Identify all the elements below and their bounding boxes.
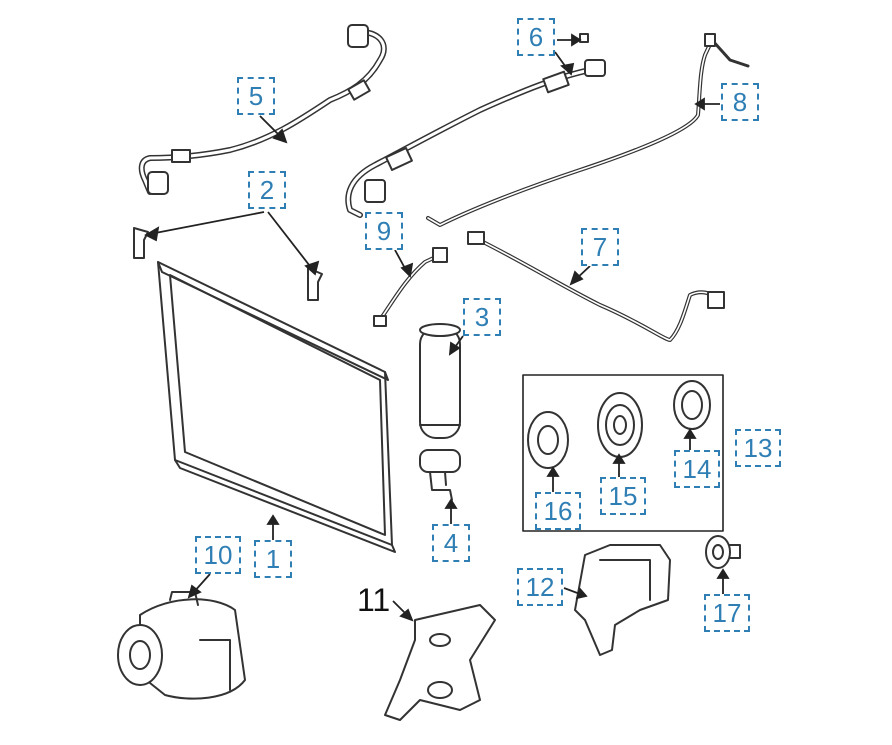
callout-14[interactable]: 14 — [674, 450, 720, 488]
coil-part-14 — [673, 380, 711, 430]
callout-9[interactable]: 9 — [365, 212, 403, 250]
clutch-plate-part-16 — [527, 411, 569, 469]
hose-part-5 — [138, 24, 387, 195]
callout-5[interactable]: 5 — [237, 77, 275, 115]
callout-7[interactable]: 7 — [581, 228, 619, 266]
callout-12[interactable]: 12 — [517, 568, 563, 606]
callout-15[interactable]: 15 — [600, 477, 646, 515]
pulley-part-17 — [705, 535, 741, 569]
callout-6[interactable]: 6 — [517, 18, 555, 56]
callout-13[interactable]: 13 — [735, 429, 781, 467]
callout-2[interactable]: 2 — [248, 171, 286, 209]
drier-part-3 — [419, 323, 461, 439]
bracket-part-4 — [419, 449, 461, 501]
compressor-part-10 — [117, 591, 246, 700]
callout-3[interactable]: 3 — [463, 298, 501, 336]
callout-17[interactable]: 17 — [704, 594, 750, 632]
tube-part-9 — [373, 247, 448, 327]
callout-16[interactable]: 16 — [535, 492, 581, 530]
label-11: 11 — [357, 582, 391, 618]
hose-part-6 — [345, 33, 606, 218]
condenser-part-1 — [157, 261, 396, 553]
bracket-part-12 — [574, 544, 671, 656]
bracket-part-2 — [133, 227, 323, 301]
pulley-part-15 — [597, 392, 643, 458]
callout-10[interactable]: 10 — [195, 536, 241, 574]
bracket-part-11 — [384, 604, 496, 721]
tube-part-8 — [426, 33, 750, 227]
callout-4[interactable]: 4 — [432, 524, 470, 562]
clutch-parts-box — [522, 374, 724, 532]
callout-8[interactable]: 8 — [721, 83, 759, 121]
tube-part-7 — [467, 231, 725, 342]
leader-lines — [144, 33, 730, 622]
callout-1[interactable]: 1 — [254, 540, 292, 578]
